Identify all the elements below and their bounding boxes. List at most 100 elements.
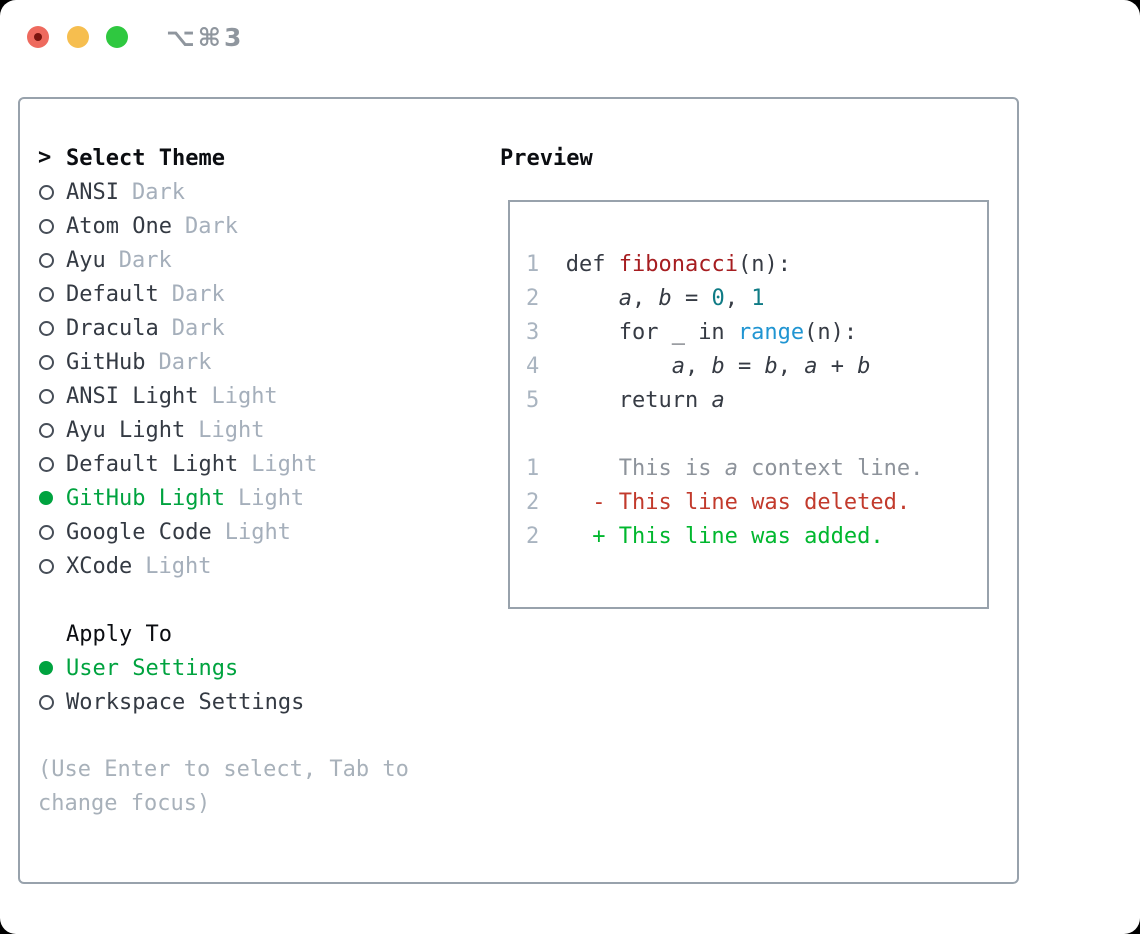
code-line: 5 return a [526, 384, 987, 418]
cursor-chevron-icon: > [38, 145, 52, 170]
circle-outline-icon [39, 252, 54, 268]
circle-outline-icon [39, 524, 54, 540]
radio-unselected-icon [38, 388, 66, 404]
radio-unselected-icon [38, 320, 66, 336]
circle-outline-icon [39, 388, 54, 404]
circle-outline-icon [39, 286, 54, 302]
code-token: = [724, 354, 765, 379]
spacer [38, 719, 480, 753]
theme-list-header-row: > Select Theme [38, 141, 480, 175]
line-number: 1 [526, 456, 540, 481]
code-token: (n): [804, 320, 858, 345]
code-token: a [804, 354, 818, 379]
code-line: 1 This is a context line. [526, 452, 987, 486]
theme-option[interactable]: Google Code Light [38, 515, 480, 549]
theme-option-label: Google Code [66, 519, 212, 545]
apply-to-option[interactable]: Workspace Settings [38, 685, 480, 719]
theme-variant-label: Dark [118, 247, 172, 273]
theme-variant-label: Light [198, 417, 265, 443]
minimize-button[interactable] [67, 26, 89, 48]
theme-variant-label: Light [224, 519, 291, 545]
code-token: + [817, 354, 858, 379]
theme-option-label: ANSI [66, 179, 119, 205]
radio-unselected-icon [38, 694, 66, 710]
radio-unselected-icon [38, 456, 66, 472]
theme-option-label: Default [66, 281, 159, 307]
radio-unselected-icon [38, 252, 66, 268]
line-number: 1 [526, 252, 540, 277]
circle-outline-icon [39, 694, 54, 710]
circle-outline-icon [39, 422, 54, 438]
close-button[interactable] [27, 26, 49, 48]
filled-circle-icon [39, 491, 53, 505]
theme-variant-label: Dark [158, 349, 212, 375]
code-token: a [671, 354, 685, 379]
radio-unselected-icon [38, 184, 66, 200]
code-token: 1 [751, 286, 765, 311]
line-number: 2 [526, 286, 540, 311]
code-token: a [618, 286, 632, 311]
theme-variant-label: Dark [184, 213, 238, 239]
zoom-button[interactable] [106, 26, 128, 48]
code-token: context line. [737, 456, 924, 481]
code-token: return [539, 388, 712, 413]
window-title-shortcut: ⌥⌘3 [166, 23, 245, 52]
code-token: 0 [711, 286, 725, 311]
code-token: , [631, 286, 659, 311]
theme-list-header: Select Theme [66, 145, 225, 171]
apply-to-header-row: Apply To [38, 617, 480, 651]
code-token: b [658, 286, 672, 311]
theme-variant-label: Dark [131, 179, 185, 205]
theme-option[interactable]: Default Dark [38, 277, 480, 311]
theme-variant-label: Dark [171, 315, 225, 341]
title-bar: ⌥⌘3 [0, 0, 1140, 75]
apply-to-option[interactable]: User Settings [38, 651, 480, 685]
code-line: 1 def fibonacci(n): [526, 248, 987, 282]
radio-unselected-icon [38, 354, 66, 370]
code-token: , [724, 286, 752, 311]
code-line [526, 418, 987, 452]
code-token: b [711, 354, 725, 379]
line-number: 4 [526, 354, 540, 379]
theme-variant-label: Light [237, 485, 305, 511]
theme-variant-label: Dark [171, 281, 225, 307]
code-line: 4 a, b = b, a + b [526, 350, 987, 384]
theme-option[interactable]: ANSI Dark [38, 175, 480, 209]
code-token: - This line was deleted. [539, 490, 911, 515]
filled-circle-icon [39, 661, 53, 675]
line-number: 5 [526, 388, 540, 413]
code-token: (n): [737, 252, 791, 277]
theme-option[interactable]: ANSI Light Light [38, 379, 480, 413]
code-line: 2 a, b = 0, 1 [526, 282, 987, 316]
code-token [539, 354, 671, 379]
circle-outline-icon [39, 456, 54, 472]
apply-to-header: Apply To [66, 621, 172, 647]
close-button-dot-icon [34, 33, 42, 41]
code-token: , [777, 354, 805, 379]
code-token: This is [539, 456, 725, 481]
code-token [539, 286, 618, 311]
code-token: , [684, 354, 712, 379]
theme-variant-label: Light [211, 383, 278, 409]
code-token: for _ in [539, 320, 738, 345]
line-number: 2 [526, 490, 540, 515]
theme-option-label: ANSI Light [66, 383, 199, 409]
radio-unselected-icon [38, 286, 66, 302]
circle-outline-icon [39, 184, 54, 200]
code-line: 2 - This line was deleted. [526, 486, 987, 520]
apply-to-option-label: User Settings [66, 655, 239, 681]
preview-header-row: Preview [500, 141, 593, 175]
